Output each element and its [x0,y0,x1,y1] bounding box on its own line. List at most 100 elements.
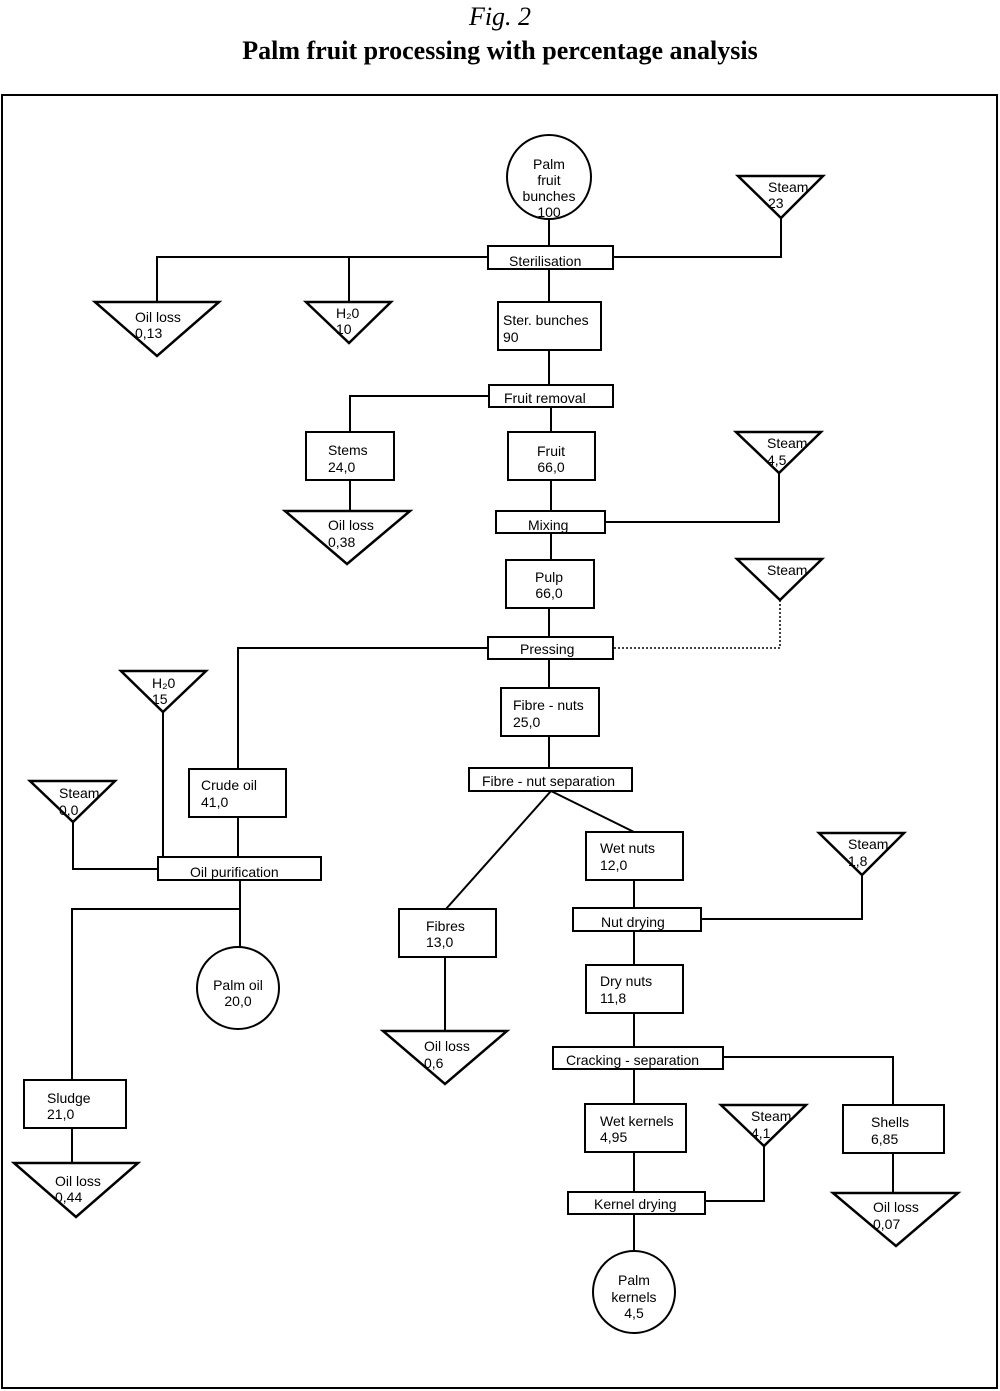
node-label: Fibre - nuts [513,697,584,713]
node-value: 41,0 [201,794,228,810]
material-box [585,831,684,881]
stream-triangle [734,174,827,220]
node-label: Oil loss [873,1199,919,1215]
node-value: 11,8 [600,990,626,1006]
node-label: Oil purification [190,864,279,880]
node-label: Sludge [47,1090,91,1106]
terminal-circle [592,1250,676,1334]
edge-fibre-nut-separation-to-wet-nuts [550,790,635,833]
node-nut-drying: Nut drying [572,907,702,932]
node-label: Fibres [426,918,465,934]
node-value: 6,85 [871,1131,898,1147]
stream-triangle [10,1161,142,1219]
node-label: Dry nuts [600,973,652,989]
node-label: Palm [618,1272,650,1288]
node-label: Ster. bunches [503,312,589,328]
terminal-circle [196,946,280,1030]
node-label: Oil loss [424,1038,470,1054]
stream-triangle [302,300,395,345]
process-step-box [488,384,614,408]
stream-triangle [281,509,414,566]
node-label: Wet kernels [600,1113,674,1129]
process-step-box [468,767,633,792]
node-value: 4,95 [600,1129,627,1145]
stream-triangle [91,300,223,358]
node-value: 4,5 [767,452,787,468]
node-label: Steam [59,785,99,801]
node-value: 90 [503,329,519,345]
diagram-frame [1,94,998,1389]
node-label: Oil loss [135,309,181,325]
node-oil-purification: Oil purification [157,856,322,881]
node-label: Crude oil [201,777,257,793]
edge-steam-sterilisation-to-sterilisation [613,218,782,258]
edge-fibre-nut-separation-to-fibres [445,790,552,910]
node-value: 25,0 [513,714,540,730]
node-label: Palm oil [213,977,263,993]
node-label: Pressing [520,641,574,657]
node-label: Fibre - nut separation [482,773,615,789]
process-step-box [157,856,322,881]
node-label: Mixing [528,517,568,533]
node-value: 4,1 [751,1125,771,1141]
node-label: Palm [533,156,565,172]
process-step-box [487,245,614,270]
node-steam-pressing: Steam [733,557,826,602]
node-fibre-nut-separation: Fibre - nut separation [468,767,633,792]
node-kernel-drying: Kernel drying [567,1191,706,1215]
node-label: Fruit removal [504,390,586,406]
material-box [584,1103,687,1153]
node-value: 24,0 [328,459,355,475]
stream-triangle [117,669,210,714]
node-label: H₂0 [336,305,360,321]
node-value: kernels [611,1289,656,1305]
material-box [305,431,395,481]
material-box [497,301,602,351]
node-value: 23 [768,195,784,211]
material-box [507,431,596,481]
node-label: Steam [751,1108,791,1124]
material-box [585,964,684,1014]
node-value: 0,13 [135,325,162,341]
node-label: Sterilisation [509,253,581,269]
node-label: Steam [768,179,808,195]
edge-steam-kernel-drying-to-kernel-drying [705,1146,765,1202]
node-value: 21,0 [47,1106,74,1122]
node-sterilisation: Sterilisation [487,245,614,270]
edge-steam-purification-to-oil-purification [72,822,158,870]
node-fruit-removal: Fruit removal [488,384,614,408]
edge-pressing-to-crude-oil [237,647,488,769]
node-value: 0,07 [873,1216,900,1232]
node-value: 13,0 [426,934,453,950]
edge-sterilisation-to-oil-loss-sterilisation [156,256,488,302]
edge-oil-purification-to-sludge [71,908,240,1080]
stream-triangle [26,779,119,824]
material-box [505,559,595,609]
stream-triangle [733,557,826,602]
node-value: 0,6 [424,1055,444,1071]
stream-triangle [379,1029,511,1086]
node-value: 0,0 [59,802,79,818]
node-label: Stems [328,442,368,458]
node-value: 15 [152,691,168,707]
